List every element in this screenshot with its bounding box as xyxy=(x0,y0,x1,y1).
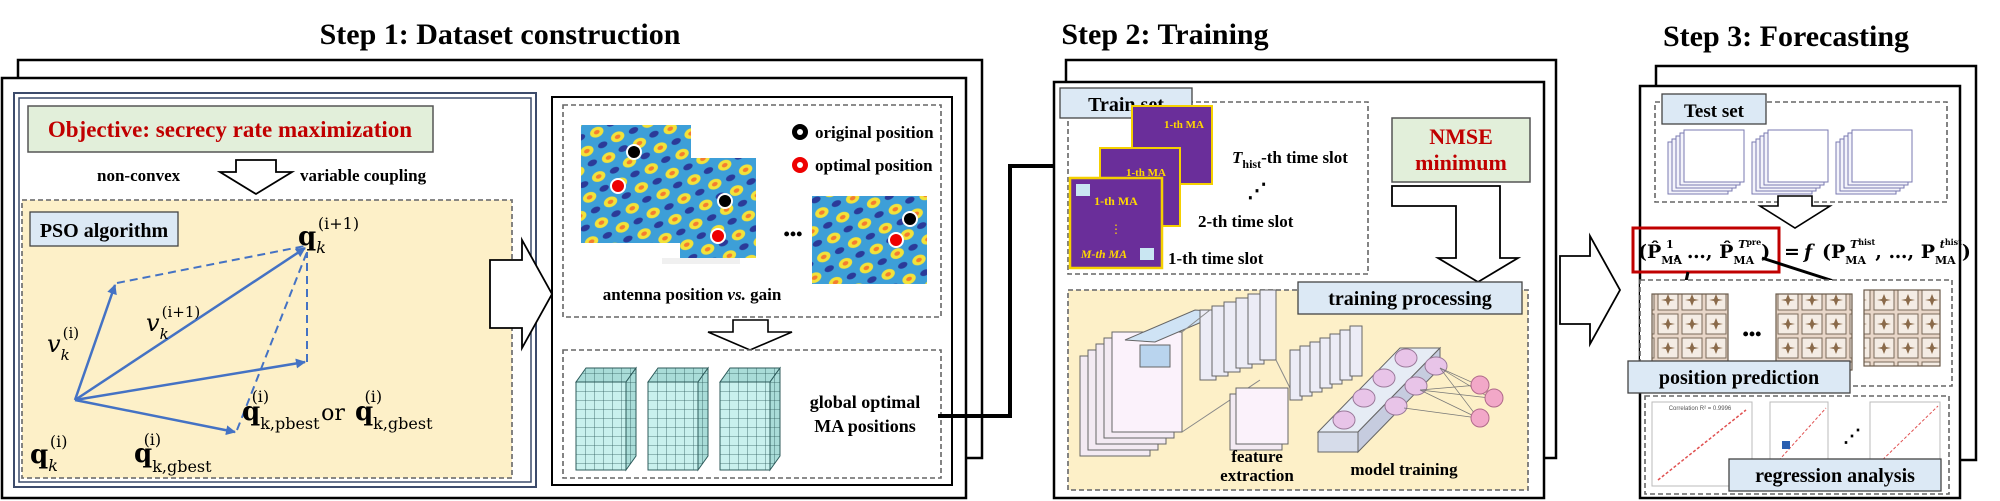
ma-cards: 1-th MA 1-th MA 1-th MA ⋮ M-th MA xyxy=(1068,105,1213,270)
training-label-box xyxy=(1297,281,1523,315)
svg-text:(PMAThist, …, PMAthist): (PMAThist, …, PMAthist) xyxy=(1822,237,1971,267)
svg-text:⋮: ⋮ xyxy=(1110,222,1122,236)
svg-text:1-th MA: 1-th MA xyxy=(1164,119,1204,131)
prediction-dots: ••• xyxy=(1743,324,1762,344)
pso-label-box xyxy=(29,211,179,247)
v-k-i1: vk(i+1) xyxy=(146,303,200,343)
dataset-cubes xyxy=(575,366,781,472)
svg-text:M-th MA: M-th MA xyxy=(1080,247,1127,261)
nmse-feedback-arrow xyxy=(1391,185,1522,284)
v-k-i: vk(i) xyxy=(47,324,79,364)
q-k-i: qk(i) xyxy=(30,432,68,475)
pso-vectors xyxy=(73,245,308,436)
nonconvex-label: non-convex xyxy=(97,166,181,185)
formula-highlight xyxy=(1631,226,1781,274)
coupling-label: variable coupling xyxy=(300,166,427,185)
heatmap-dots: ••• xyxy=(784,224,803,244)
svg-text:(P̂MA1, …, P̂MATpre): (P̂MA1, …, P̂MATpre) xyxy=(1638,237,1770,267)
test-set-stacks xyxy=(1667,129,1913,195)
step3-title: Step 3: Forecasting xyxy=(1663,20,1909,53)
connector-step1-step2 xyxy=(938,159,1074,418)
nmse-box xyxy=(1391,117,1531,183)
test-set-label-box xyxy=(1661,93,1767,125)
prediction-label: position prediction xyxy=(1659,367,1819,389)
global-optimal-line1: global optimal xyxy=(810,392,921,412)
feature-extraction-line1: feature xyxy=(1231,447,1283,466)
step2-title: Step 2: Training xyxy=(1061,18,1268,51)
regression-dots: ⋰ xyxy=(1843,426,1861,446)
svg-text:1-th MA: 1-th MA xyxy=(1094,194,1138,208)
step3-panel: Test set (P̂MA1, …, P̂MATpre) = f (PMATh… xyxy=(1627,64,1978,500)
svg-text:Correlation R² = 0.9996: Correlation R² = 0.9996 xyxy=(1669,406,1732,412)
prediction-label-box xyxy=(1627,360,1851,394)
test-down-arrow xyxy=(1757,195,1833,229)
cnn-diagram xyxy=(1079,289,1504,457)
nmse-line1: NMSE xyxy=(1429,124,1493,149)
slot-hist: Thist-th time slot xyxy=(1232,148,1348,171)
svg-text:=: = xyxy=(1784,241,1800,263)
prediction-cubes xyxy=(1651,289,1941,371)
regression-label: regression analysis xyxy=(1755,465,1915,487)
pso-label: PSO algorithm xyxy=(40,220,169,242)
forecast-formula: (P̂MA1, …, P̂MATpre) = f (PMAThist, …, P… xyxy=(1631,226,1971,274)
arrow-step2-step3 xyxy=(1559,232,1622,348)
small-down-arrow xyxy=(707,319,793,351)
regression-label-box xyxy=(1728,458,1942,492)
slot-ellipsis: ⋰ xyxy=(1247,180,1267,202)
test-set-label: Test set xyxy=(1684,101,1745,122)
step1-panel: Objective: secrecy rate maximization non… xyxy=(0,58,984,500)
step1-inner-arrow xyxy=(489,236,554,352)
svg-text:1-th MA: 1-th MA xyxy=(1126,167,1166,179)
antenna-caption: antenna position vs. gain xyxy=(603,285,782,304)
q-k-gbest: qk,gbest(i) xyxy=(134,430,212,476)
position-legend: original position optimal position xyxy=(792,123,934,175)
feature-extraction-line2: extraction xyxy=(1220,466,1294,485)
training-label: training processing xyxy=(1328,288,1492,310)
global-optimal-line2: MA positions xyxy=(814,416,916,436)
down-arrow xyxy=(216,159,296,196)
objective-box xyxy=(27,105,434,153)
pso-labels: qk(i) vk(i) vk(i+1) qk(i+1) qk,gbest(i) … xyxy=(30,214,433,476)
legend-original: original position xyxy=(815,123,934,142)
legend-optimal: optimal position xyxy=(815,156,933,175)
step2-panel: Train set 1-th MA 1-th MA 1-th MA ⋮ M-th… xyxy=(1052,58,1558,500)
slot-2: 2-th time slot xyxy=(1198,212,1294,231)
svg-text:f: f xyxy=(1802,241,1815,263)
slot-1: 1-th time slot xyxy=(1168,249,1264,268)
q-k-i1: qk(i+1) xyxy=(298,214,359,257)
heatmaps xyxy=(581,125,927,284)
step1-title: Step 1: Dataset construction xyxy=(320,18,681,51)
nmse-line2: minimum xyxy=(1415,150,1507,175)
objective-text: Objective: secrecy rate maximization xyxy=(48,117,412,142)
model-training: model training xyxy=(1350,460,1458,479)
